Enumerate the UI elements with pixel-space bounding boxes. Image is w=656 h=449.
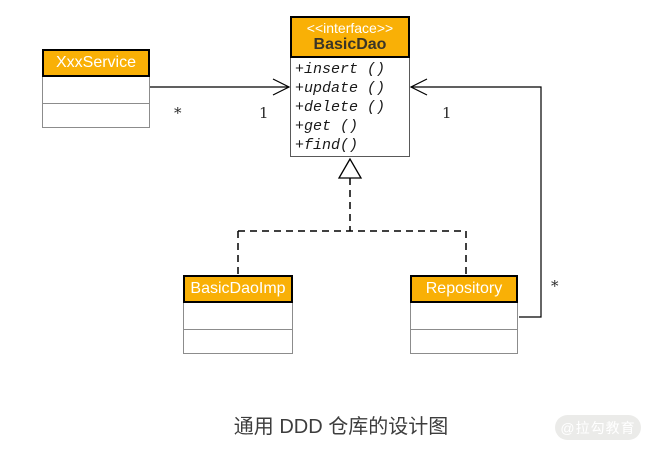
- class-header-basicdaoimp: BasicDaoImp: [183, 275, 293, 303]
- open-arrowhead-left-icon: [409, 78, 428, 96]
- class-box-basicdao: <<interface>> BasicDao +insert () +updat…: [290, 16, 410, 157]
- open-arrowhead-right-icon: [272, 78, 291, 96]
- class-box-xxxservice: XxxService: [42, 49, 150, 128]
- method-find: +find(): [295, 137, 359, 154]
- method-insert: +insert (): [295, 61, 386, 78]
- class-name-xxxservice: XxxService: [55, 53, 137, 71]
- class-header-repository: Repository: [410, 275, 518, 303]
- multiplicity-repository-side: *: [551, 277, 559, 295]
- method-get: +get (): [295, 118, 359, 135]
- class-name-repository: Repository: [425, 279, 503, 297]
- realization-triangle-icon: [337, 157, 363, 179]
- methods-compartment: [410, 330, 518, 354]
- class-box-repository: Repository: [410, 275, 518, 354]
- method-update: +update (): [295, 80, 386, 97]
- attributes-compartment: [42, 77, 150, 104]
- interface-stereotype: <<interface>>: [306, 19, 394, 36]
- class-name-basicdaoimp: BasicDaoImp: [190, 279, 286, 297]
- association-repository-to-dao: [409, 78, 542, 318]
- class-box-basicdaoimp: BasicDaoImp: [183, 275, 293, 354]
- class-header-xxxservice: XxxService: [42, 49, 150, 77]
- association-service-to-dao: [150, 78, 291, 96]
- diagram-caption: 通用 DDD 仓库的设计图: [233, 416, 449, 438]
- watermark-text: @拉勾教育: [560, 419, 636, 436]
- watermark-badge: @拉勾教育: [555, 415, 641, 440]
- method-delete: +delete (): [295, 99, 386, 116]
- class-name-basicdao: BasicDao: [313, 35, 387, 53]
- multiplicity-dao-right: 1: [442, 104, 452, 122]
- methods-compartment-basicdao: +insert () +update () +delete () +get ()…: [290, 58, 410, 157]
- realization-dashed-lines: [237, 178, 467, 274]
- methods-compartment: [42, 104, 150, 128]
- class-header-basicdao: <<interface>> BasicDao: [290, 16, 410, 58]
- attributes-compartment: [410, 303, 518, 330]
- attributes-compartment: [183, 303, 293, 330]
- methods-compartment: [183, 330, 293, 354]
- multiplicity-service-side: *: [174, 104, 182, 122]
- multiplicity-dao-left: 1: [259, 104, 269, 122]
